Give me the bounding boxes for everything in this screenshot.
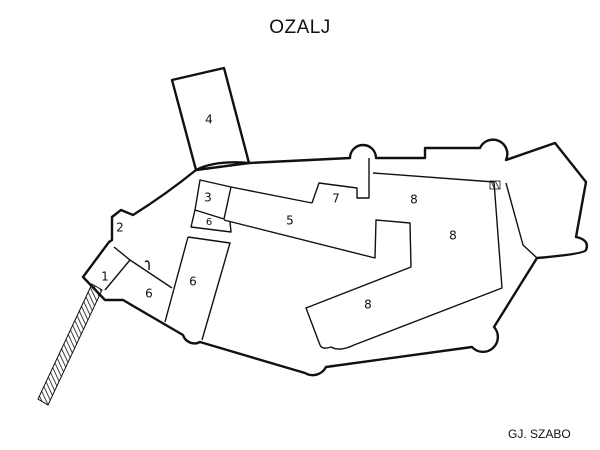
- room-5-wall: [230, 186, 313, 204]
- east-block: [505, 182, 538, 259]
- room-label-8: 8: [410, 193, 418, 207]
- room-label-7: 7: [332, 192, 340, 206]
- gate-wall: [104, 246, 173, 291]
- room-label-8: 8: [364, 298, 372, 312]
- room-3: [194, 179, 232, 220]
- room-6-small: [190, 209, 232, 233]
- plan-title: OZALJ: [269, 17, 331, 38]
- room-label-2: 2: [116, 221, 124, 235]
- outer-wall: [81, 138, 589, 377]
- tower-wall: [311, 158, 370, 204]
- author-credit: GJ. SZABO: [508, 427, 571, 441]
- staircase: [37, 283, 103, 406]
- room-label-6: 6: [206, 217, 212, 228]
- room-label-1: 1: [101, 270, 109, 284]
- room-6-large: [164, 236, 231, 341]
- east-inner-wall: [223, 172, 503, 350]
- room-label-3: 3: [204, 191, 212, 205]
- room-label-6: 6: [145, 287, 153, 301]
- room-label-4: 4: [205, 113, 213, 127]
- room-label-8: 8: [449, 229, 457, 243]
- room-label-6: 6: [189, 275, 197, 289]
- room-label-5: 5: [286, 214, 294, 228]
- small-stairs: [489, 180, 501, 190]
